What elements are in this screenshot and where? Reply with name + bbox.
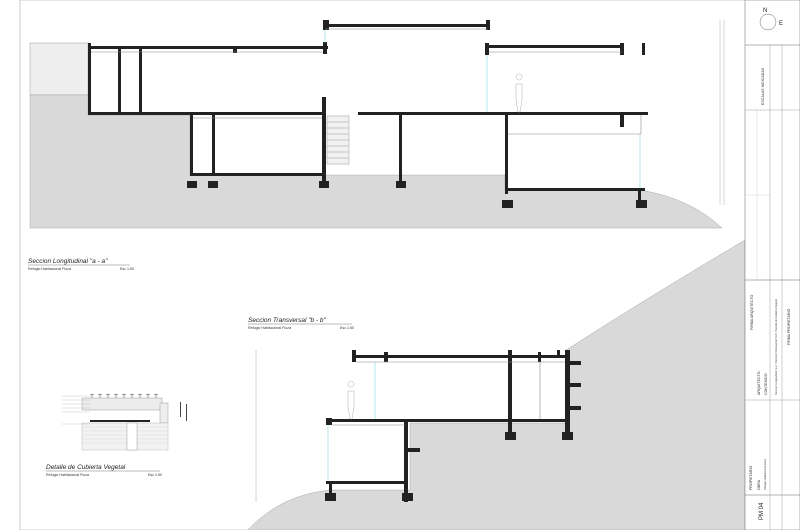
stair bbox=[326, 115, 350, 165]
svg-text:Esc 1:50: Esc 1:50 bbox=[340, 326, 354, 330]
structure bbox=[88, 20, 648, 208]
sheet-border bbox=[19, 0, 800, 530]
svg-text:PM 04: PM 04 bbox=[759, 502, 765, 520]
ground bbox=[247, 239, 746, 530]
svg-text:Esc 1:50: Esc 1:50 bbox=[148, 473, 162, 477]
drawing-title-transversal: Seccion Transversal "b - b" Refugio Habi… bbox=[248, 317, 354, 330]
svg-text:Refugio Habitacional Fiuza: Refugio Habitacional Fiuza bbox=[46, 473, 89, 477]
longitudinal-section bbox=[29, 20, 725, 229]
transversal-section bbox=[247, 239, 746, 530]
svg-text:Detalle de Cubierta Vegetal: Detalle de Cubierta Vegetal bbox=[46, 464, 126, 471]
fill-soil bbox=[29, 42, 89, 96]
drawing-title-longitudinal: Seccion Longitudinal "a - a" Refugio Hab… bbox=[28, 258, 134, 271]
svg-text:FIRMA PROPIETARIO: FIRMA PROPIETARIO bbox=[787, 309, 791, 345]
glazing bbox=[324, 30, 641, 188]
svg-text:Esc 1:50: Esc 1:50 bbox=[120, 267, 134, 271]
svg-text:PROPIETARIO: PROPIETARIO bbox=[749, 466, 753, 490]
svg-text:CONTENIDO: CONTENIDO bbox=[764, 373, 768, 395]
svg-text:Seccion Longitudinal "a-a" / S: Seccion Longitudinal "a-a" / Seccion Tra… bbox=[774, 299, 778, 395]
svg-text:Refugio Habitacional Fiuza: Refugio Habitacional Fiuza bbox=[28, 267, 71, 271]
green-roof-detail bbox=[62, 393, 187, 451]
svg-text:Refugio Habitacional Fiuza: Refugio Habitacional Fiuza bbox=[248, 326, 291, 330]
human-figure bbox=[515, 73, 523, 113]
svg-text:Seccion Transversal "b - b": Seccion Transversal "b - b" bbox=[248, 317, 327, 324]
svg-text:ESCALAS INDICADAS: ESCALAS INDICADAS bbox=[761, 67, 765, 105]
human-figure bbox=[347, 380, 355, 420]
svg-text:FIRMA ARQUITECTO: FIRMA ARQUITECTO bbox=[750, 295, 754, 330]
glazing bbox=[327, 362, 376, 481]
structure bbox=[325, 350, 581, 502]
svg-text:Refugio Habitacional Fiuza: Refugio Habitacional Fiuza bbox=[763, 458, 767, 490]
svg-text:Seccion Longitudinal "a - a": Seccion Longitudinal "a - a" bbox=[28, 258, 108, 265]
north-arrow-icon bbox=[759, 13, 777, 31]
svg-text:E: E bbox=[779, 21, 783, 27]
svg-text:ARQUITECTO: ARQUITECTO bbox=[757, 371, 761, 395]
drawing-title-detail: Detalle de Cubierta Vegetal Refugio Habi… bbox=[46, 464, 162, 477]
svg-text:OBRA: OBRA bbox=[757, 479, 761, 490]
title-block: N E ESCALAS INDICADAS ARQUITECTO CONTENI… bbox=[744, 0, 800, 530]
svg-text:N: N bbox=[763, 8, 767, 14]
